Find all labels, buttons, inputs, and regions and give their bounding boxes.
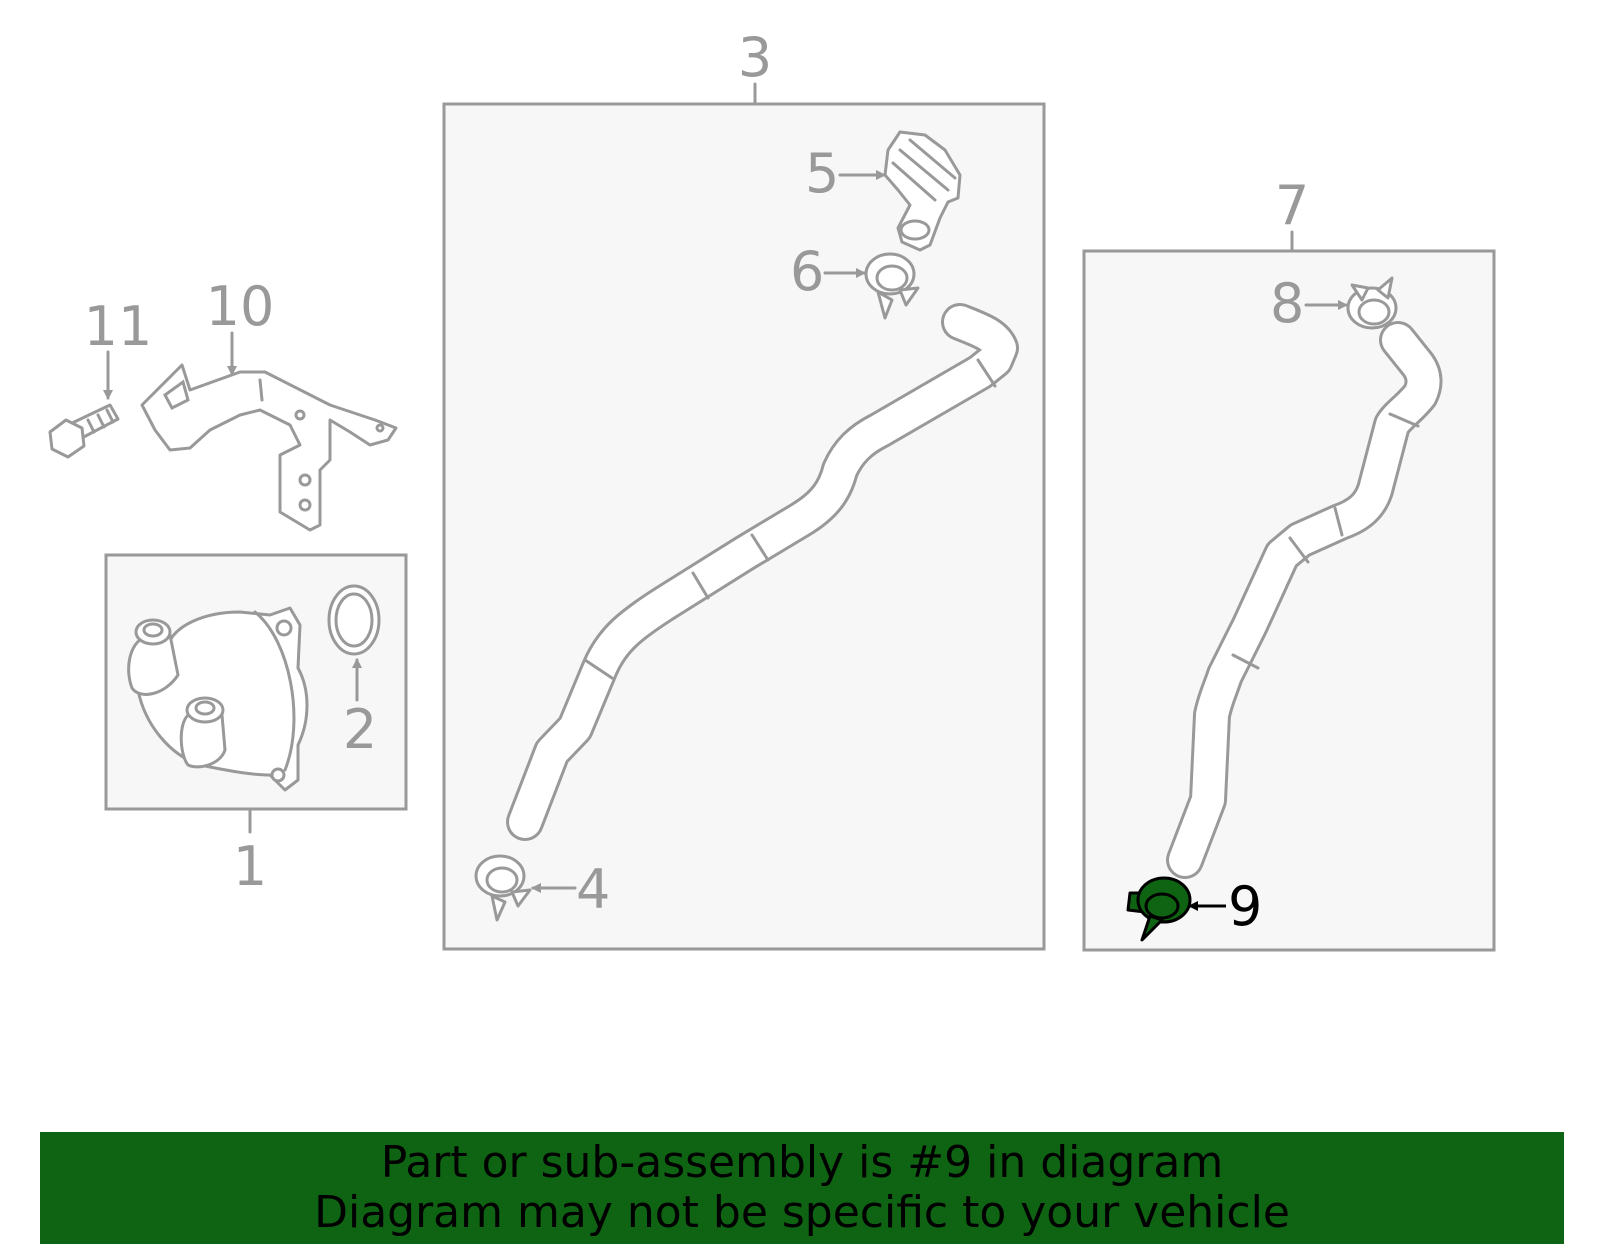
callout-7: 7: [1275, 174, 1309, 237]
elbow-connector-5: [883, 130, 962, 252]
callout-2: 2: [343, 698, 377, 761]
callout-4: 4: [576, 858, 610, 921]
callout-3: 3: [738, 26, 772, 89]
clamp-6: [864, 252, 920, 320]
clamp-4: [474, 854, 532, 922]
o-ring-2: [327, 584, 381, 656]
callout-1: 1: [233, 835, 267, 898]
oil-cooler-1: [127, 606, 309, 792]
hose-7: [1166, 321, 1443, 879]
clamp-9-highlighted: [1126, 876, 1192, 942]
clamp-8: [1346, 276, 1398, 330]
callout-10: 10: [206, 275, 275, 338]
info-banner: Part or sub-assembly is #9 in diagram Di…: [40, 1132, 1564, 1244]
callout-6: 6: [790, 240, 824, 303]
callout-8: 8: [1270, 272, 1304, 335]
banner-line-1: Part or sub-assembly is #9 in diagram: [380, 1137, 1224, 1188]
hose-3: [506, 303, 1019, 841]
bracket-10: [140, 363, 398, 532]
callout-5: 5: [805, 142, 839, 205]
callout-9: 9: [1228, 875, 1262, 938]
bolt-11: [48, 403, 120, 459]
callout-11: 11: [84, 295, 153, 358]
banner-line-2: Diagram may not be specific to your vehi…: [314, 1187, 1290, 1238]
